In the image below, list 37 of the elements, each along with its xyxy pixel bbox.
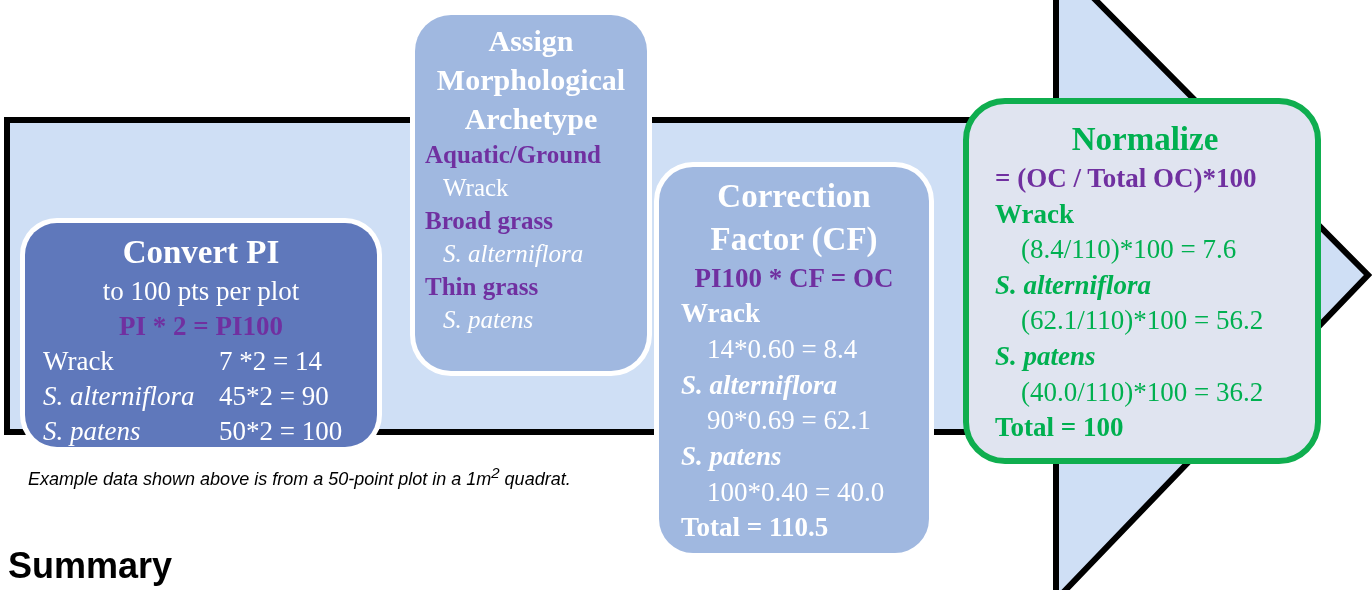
formula-text: Aquatic/Ground	[425, 140, 602, 170]
species-label: S. patens	[442, 305, 535, 335]
body-text: to 100 pts per plot	[101, 274, 301, 308]
calculation-text: (8.4/110)*100 = 7.6	[1020, 233, 1238, 267]
footnote-text: Example data shown above is from a 50-point plot in a 1m$^{2}$ quadrat.	[28, 463, 572, 491]
body-text: 45*2 = 90	[219, 380, 330, 414]
species-label: Total = 100	[995, 411, 1125, 445]
species-label: Wrack	[681, 297, 761, 331]
box-title: Normalize	[1070, 120, 1220, 159]
section-heading: Summary	[8, 548, 174, 584]
box-title: Correction Factor (CF)	[709, 177, 879, 259]
formula-text: PI100 * CF = OC	[693, 261, 895, 295]
box-title: Assign Morphological Archetype	[435, 23, 627, 137]
species-label: S. patens	[681, 439, 783, 473]
body-text: Wrack	[43, 345, 115, 379]
box-title: Convert PI	[121, 233, 281, 272]
body-text: 14*0.60 = 8.4	[706, 333, 859, 367]
body-text: 7 *2 = 14	[219, 345, 323, 379]
species-label: Total = 110.5	[681, 511, 830, 545]
calculation-text: (62.1/110)*100 = 56.2	[1020, 304, 1265, 338]
species-label: S. patens	[995, 340, 1097, 373]
formula-text: Thin grass	[425, 272, 540, 302]
species-label: Wrack	[995, 197, 1075, 231]
formula-text: PI * 2 = PI100	[118, 310, 284, 343]
formula-text: = (OC / Total OC)*100	[995, 161, 1258, 195]
body-text: 90*0.69 = 62.1	[706, 404, 872, 438]
body-text: 50*2 = 100	[219, 415, 344, 449]
species-label: S. alterniflora	[442, 239, 585, 269]
formula-text: Broad grass	[425, 206, 555, 236]
species-label: S. alterniflora	[43, 380, 196, 414]
calculation-text: (40.0/110)*100 = 36.2	[1020, 375, 1265, 409]
body-text: 100*0.40 = 40.0	[706, 475, 886, 509]
species-label: S. patens	[43, 415, 142, 449]
species-label: S. alterniflora	[681, 368, 839, 402]
step-box	[963, 98, 1321, 464]
body-text: Wrack	[442, 173, 510, 203]
species-label: S. alterniflora	[995, 268, 1153, 302]
